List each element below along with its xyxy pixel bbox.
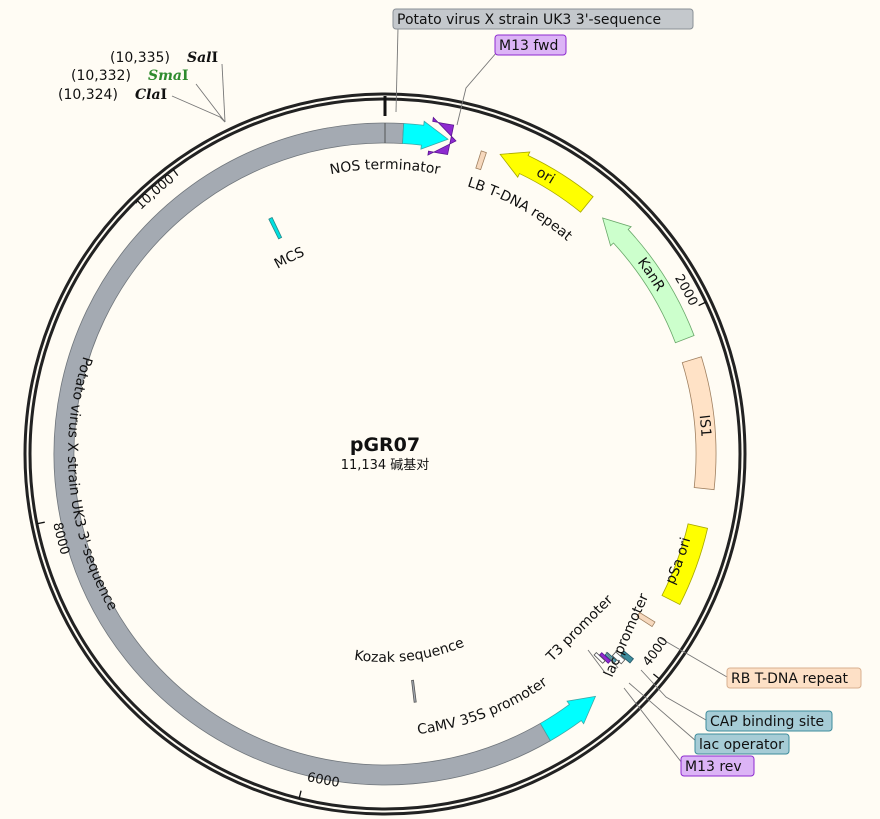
leader-rb: [659, 637, 728, 678]
site-position: (10,324): [58, 87, 118, 103]
site-enzyme: SmaI: [148, 68, 189, 84]
tick-6000: [298, 790, 302, 799]
feature-m13fwd[interactable]: [427, 116, 457, 156]
tick-label-6000: 6000: [306, 770, 341, 791]
callout-label: CAP binding site: [710, 714, 824, 730]
feature-lb[interactable]: [475, 150, 487, 171]
tick-2000: [698, 301, 707, 307]
leader-lines: [171, 27, 728, 764]
callout-box: [494, 34, 567, 56]
feature-ori[interactable]: [499, 151, 594, 213]
callout-box: [726, 667, 862, 689]
feature-camv[interactable]: [539, 695, 597, 742]
feature-rb[interactable]: [636, 611, 656, 628]
feature-is1[interactable]: [681, 356, 717, 491]
leader-smai: [195, 83, 226, 123]
callout-label: M13 rev: [685, 759, 742, 775]
feature-mcs[interactable]: [268, 217, 283, 240]
feature-kozak[interactable]: [411, 679, 417, 703]
leader-clai: [171, 95, 226, 123]
callout-box: [694, 733, 790, 755]
leader-lacprom: [605, 651, 619, 669]
leader-m13rev: [623, 687, 683, 764]
plasmid-name: pGR07: [350, 434, 420, 456]
callout-lacop[interactable]: lac operator: [694, 733, 790, 755]
tick-10000: [172, 168, 179, 177]
site-position: (10,332): [71, 68, 131, 84]
callout-box: [680, 755, 755, 777]
callout-m13fwd[interactable]: M13 fwd: [494, 34, 567, 56]
backbone-outer: [23, 92, 747, 816]
tick-4000: [652, 673, 660, 680]
feature-cap[interactable]: [620, 650, 635, 664]
site-position: (10,335): [110, 50, 170, 66]
callout-rb[interactable]: RB T-DNA repeat: [726, 667, 862, 689]
label-nos[interactable]: NOS terminator: [329, 157, 442, 178]
leader-lacop: [628, 682, 697, 742]
restriction-site-clai[interactable]: (10,324) ClaI: [58, 87, 167, 103]
tick-label-4000: 4000: [640, 634, 671, 669]
label-pvx[interactable]: Potato virus X strain UK3 3'-sequence: [64, 355, 120, 614]
callout-label: M13 fwd: [499, 38, 558, 54]
callout-label: RB T-DNA repeat: [731, 671, 849, 687]
callout-label: Potato virus X strain UK3 3'-sequence: [397, 12, 661, 28]
callout-cap[interactable]: CAP binding site: [705, 710, 833, 732]
feature-kanr[interactable]: [602, 217, 695, 344]
tick-marks: [36, 168, 707, 799]
leader-sali: [221, 63, 226, 123]
label-mcs[interactable]: MCS: [272, 244, 307, 272]
restriction-site-smai[interactable]: (10,332) SmaI: [71, 68, 189, 84]
feature-pvx[interactable]: [53, 122, 551, 786]
site-enzyme: SalI: [187, 50, 218, 66]
feature-psa[interactable]: [661, 523, 709, 606]
callout-box: [392, 8, 694, 30]
leader-t3: [587, 649, 607, 675]
label-kozak[interactable]: Kozak sequence: [353, 635, 466, 666]
callout-m13rev[interactable]: M13 rev: [680, 755, 755, 777]
features: [53, 116, 717, 786]
leader-cap: [640, 669, 707, 721]
tick-8000: [36, 521, 45, 525]
feature-lacprom[interactable]: [611, 651, 626, 665]
site-enzyme: ClaI: [135, 87, 167, 103]
callout-box: [705, 710, 833, 732]
feature-t3[interactable]: [593, 652, 606, 664]
plasmid-length: 11,134 碱基对: [341, 458, 430, 473]
label-is1[interactable]: IS1: [696, 414, 714, 438]
callout-pvx[interactable]: Potato virus X strain UK3 3'-sequence: [392, 8, 694, 30]
leader-m13fwd: [456, 51, 498, 126]
feature-nos[interactable]: [402, 120, 449, 150]
restriction-site-sali[interactable]: (10,335) SalI: [110, 50, 218, 66]
leader-pvx: [395, 27, 399, 113]
label-camv[interactable]: CaMV 35S promoter: [416, 674, 550, 738]
callout-label: lac operator: [699, 737, 784, 753]
